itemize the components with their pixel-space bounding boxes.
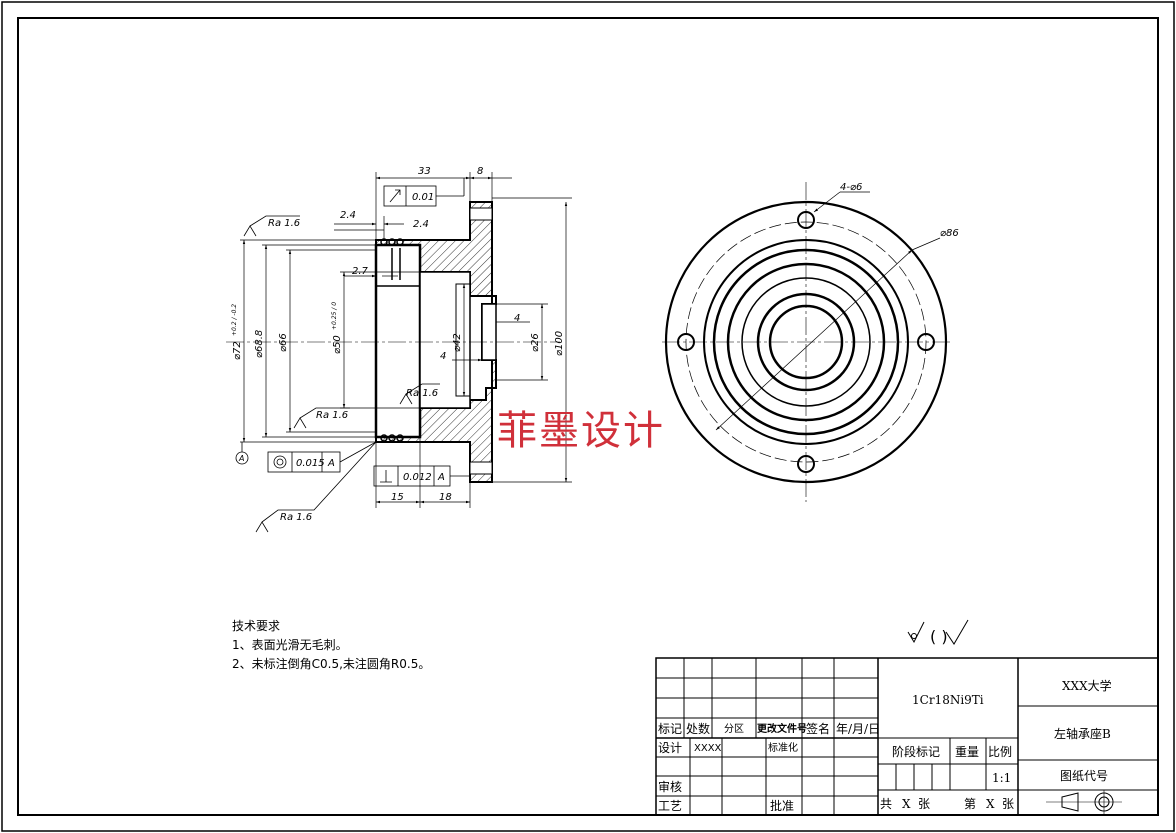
dim-phi72-tol: +0.2 / -0.2	[231, 304, 238, 336]
dim-phi42: ⌀42	[452, 333, 463, 352]
dim-phi26: ⌀26	[530, 333, 541, 352]
ra-1: Ra 1.6	[268, 218, 300, 229]
runout-value: 0.01	[412, 192, 434, 203]
dim-18: 18	[439, 492, 452, 503]
phi86-dim: ⌀86	[940, 228, 959, 239]
perp-frame	[373, 465, 470, 487]
tb-stage: 阶段标记	[892, 744, 940, 759]
dim-phi68-8: ⌀68.8	[254, 330, 265, 358]
dimension-lines	[240, 172, 572, 508]
roughness-paren: ( )	[930, 627, 948, 646]
dim-4-lower: 4	[440, 351, 446, 362]
tb-doc: 更改文件号	[757, 722, 807, 735]
tb-std: 标准化	[768, 741, 798, 754]
tb-designer: XXXX	[694, 743, 722, 754]
ra-4: Ra 1.6	[280, 512, 312, 523]
ra-2: Ra 1.6	[316, 410, 348, 421]
perp-value: 0.012	[403, 472, 432, 483]
dim-phi50-tol: +0.25 / 0	[331, 302, 338, 330]
tb-zone: 分区	[724, 723, 744, 735]
dim-2-4-a: 2.4	[340, 210, 356, 221]
tb-date: 年/月/日	[836, 722, 880, 736]
tb-scale-label: 比例	[988, 745, 1012, 759]
tb-scale: 1:1	[992, 771, 1011, 785]
ra-3: Ra 1.6	[406, 388, 438, 399]
dim-2-4-b: 2.4	[413, 219, 429, 230]
inner-frame	[17, 17, 1159, 816]
runout-frame	[383, 178, 465, 207]
title-block	[655, 657, 1159, 816]
roughness-symbols	[243, 215, 440, 533]
tb-x2: X	[986, 797, 995, 811]
notes-item-2: 2、未标注倒角C0.5,未注圆角R0.5。	[232, 657, 431, 671]
front-view	[662, 182, 950, 502]
dim-phi100: ⌀100	[554, 331, 565, 356]
tb-design: 设计	[658, 741, 682, 755]
datum-a	[235, 442, 249, 465]
drawing-no-label: 图纸代号	[1060, 769, 1108, 783]
dim-phi50: ⌀50	[332, 335, 343, 354]
tb-x1: X	[902, 797, 911, 811]
holes-dim: 4-⌀6	[840, 182, 862, 193]
part-name: 左轴承座B	[1054, 726, 1111, 741]
tb-sheets2: 张	[1002, 797, 1014, 811]
concentric-frame	[267, 441, 377, 473]
tb-process: 工艺	[658, 799, 682, 813]
tb-total: 共	[880, 797, 892, 811]
tb-sign: 签名	[806, 721, 830, 736]
datum-a-label: A	[238, 454, 244, 463]
watermark: 菲墨设计	[497, 408, 665, 454]
general-roughness	[907, 619, 969, 645]
dim-33: 33	[418, 166, 431, 177]
section-view	[226, 201, 560, 483]
tb-approve: 批准	[770, 798, 794, 813]
tb-mark: 标记	[658, 722, 682, 736]
concentric-datum: A	[327, 458, 335, 469]
school: XXX大学	[1062, 678, 1112, 693]
tb-weight: 重量	[955, 745, 979, 759]
material: 1Cr18Ni9Ti	[912, 693, 984, 707]
dim-2-7: 2.7	[352, 266, 369, 277]
tb-review: 审核	[658, 779, 682, 794]
dim-4-right: 4	[514, 313, 520, 324]
groove-marks	[376, 238, 420, 442]
tech-notes: 技术要求 1、表面光滑无毛刺。 2、未标注倒角C0.5,未注圆角R0.5。	[232, 617, 430, 674]
perp-datum: A	[437, 472, 445, 483]
dim-8: 8	[477, 166, 483, 177]
dim-phi66: ⌀66	[278, 333, 289, 352]
tb-sheets1: 张	[918, 797, 930, 811]
tb-qty: 处数	[686, 721, 710, 736]
dim-phi72: ⌀72	[232, 341, 243, 360]
concentric-value: 0.015	[296, 458, 325, 469]
projection-symbol-icon	[1046, 790, 1122, 814]
notes-title: 技术要求	[232, 619, 281, 633]
dim-15: 15	[391, 492, 404, 503]
tb-nth: 第	[964, 797, 976, 811]
notes-item-1: 1、表面光滑无毛刺。	[232, 638, 348, 652]
